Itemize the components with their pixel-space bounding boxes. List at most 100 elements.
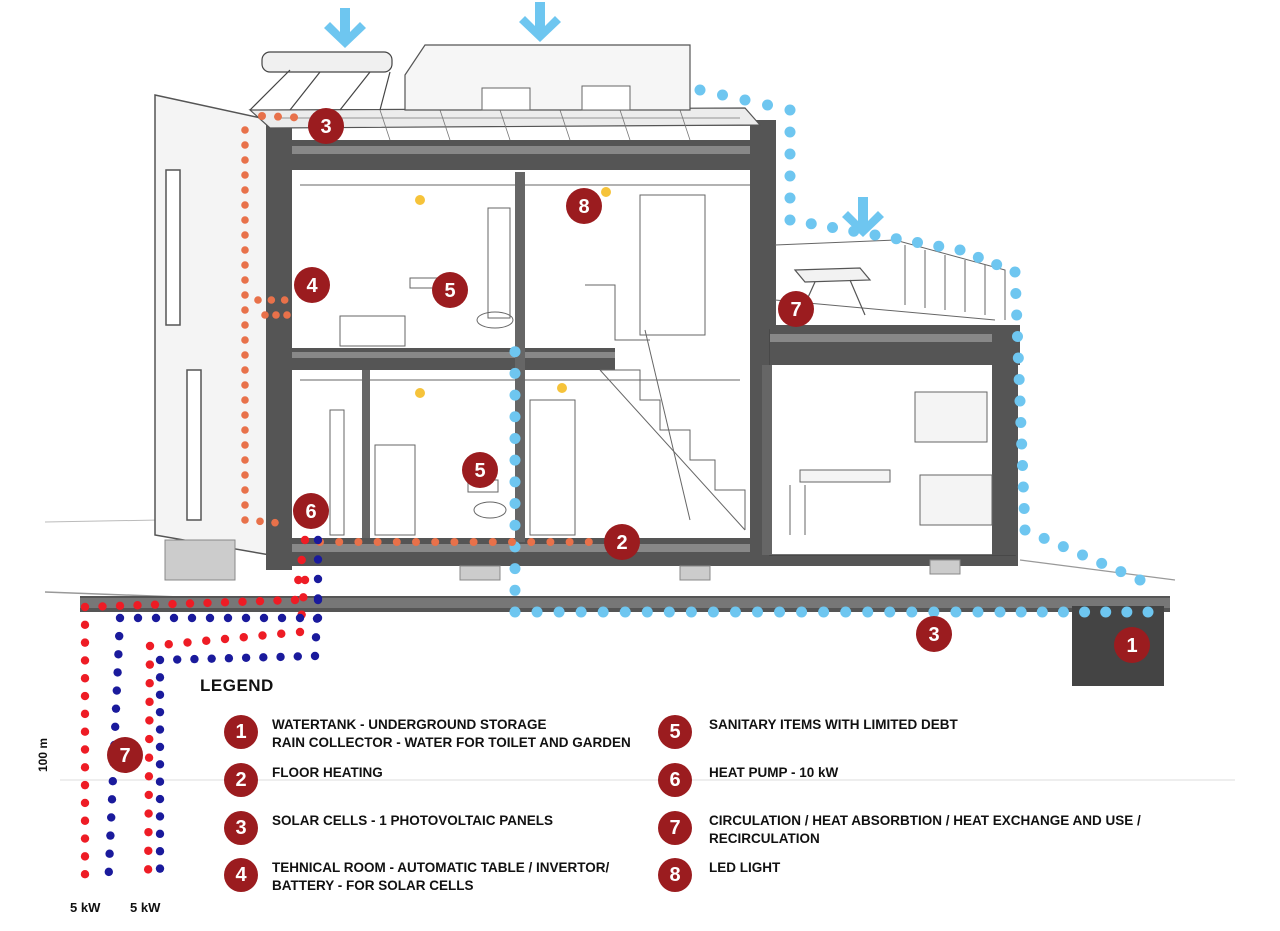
heat-pipe-dot — [450, 538, 459, 546]
heat-pipe-dot — [267, 296, 276, 304]
heat-pipe-dot — [565, 538, 574, 546]
return-pipe-dot — [113, 668, 122, 677]
rain-pipe-dot — [1018, 503, 1030, 514]
return-pipe-dot — [115, 631, 124, 641]
rain-pipe-dot — [707, 606, 719, 618]
borehole-power-left: 5 kW — [70, 900, 101, 915]
legend-text-line: CIRCULATION / HEAT ABSORBTION / HEAT EXC… — [709, 813, 1141, 828]
supply-pipe-dot — [290, 595, 300, 605]
heat-pipe-dot — [241, 186, 249, 194]
heat-pipe-dot — [241, 201, 249, 209]
kitchen — [789, 391, 993, 535]
rain-pipe-dot — [531, 606, 543, 618]
heat-pipe-dot — [241, 456, 249, 464]
rain-pipe-dot — [933, 240, 945, 252]
rain-pipe-dot — [784, 214, 796, 226]
return-pipe-dot — [107, 813, 116, 822]
rain-pipe-dot — [818, 606, 830, 618]
heat-pipe-dot — [241, 411, 249, 419]
rain-pipe-dot — [1014, 395, 1026, 407]
heat-pipe-dot — [392, 538, 401, 546]
return-pipe-dot — [106, 831, 115, 840]
heat-pipe-dot — [241, 156, 249, 164]
borehole-depth-label: 100 m — [36, 737, 50, 772]
return-pipe-dot — [133, 613, 143, 623]
heat-pipe-dot — [254, 296, 262, 304]
rain-pipe-dot — [1010, 288, 1022, 299]
heat-pipe-dot — [271, 518, 279, 527]
rain-pipe-dot — [509, 476, 521, 488]
rain-pipe-dot — [1077, 549, 1088, 561]
rain-pipe-dot — [840, 606, 852, 618]
heat-pipe-dot — [241, 141, 249, 149]
heat-pipe-dot — [283, 311, 291, 319]
heat-pipe-dot — [272, 311, 280, 319]
supply-pipe-dot — [202, 636, 211, 645]
supply-pipe-dot — [220, 634, 230, 644]
rain-pipe-dot — [1096, 557, 1108, 569]
supply-pipe-dot — [80, 798, 90, 808]
supply-pipe-dot — [239, 633, 248, 642]
heat-pipe-dot — [241, 126, 249, 134]
heat-pipe-dot — [241, 321, 249, 329]
supply-pipe-dot — [300, 535, 310, 545]
rain-pipe-dot — [509, 563, 521, 575]
led-lights — [415, 187, 611, 398]
rain-pipe-dot — [762, 99, 773, 111]
return-pipe-dot — [155, 690, 165, 699]
legend-badge: 5 — [658, 715, 692, 749]
return-pipe-dot — [241, 613, 251, 623]
rain-pipe-dot — [890, 233, 902, 245]
return-pipe-dot — [155, 812, 165, 821]
supply-pipe-dot — [145, 641, 155, 651]
supply-pipe-dot — [145, 716, 154, 725]
rain-pipe-dot — [509, 346, 521, 358]
heat-pipe-dot — [546, 538, 555, 546]
return-pipe-dot — [114, 650, 123, 659]
heat-pipe-dot — [241, 216, 249, 224]
rain-pipe-dot — [509, 519, 521, 531]
rain-pipe-dot — [1142, 606, 1154, 618]
supply-pipe-dot — [255, 596, 265, 606]
heat-pipe-dot — [241, 246, 249, 254]
supply-pipe-dot — [297, 555, 306, 565]
heat-pipe-dot — [241, 486, 249, 494]
legend-badge: 2 — [224, 763, 258, 797]
heat-pipe-dot — [584, 538, 593, 546]
supply-pipe-dot — [80, 852, 90, 861]
heat-pipe-dot — [527, 538, 536, 546]
rain-pipe-dot — [717, 89, 728, 101]
marker-5-lower: 5 — [462, 452, 498, 488]
supply-pipe-dot — [80, 638, 90, 647]
heat-pipe-dot — [508, 538, 516, 546]
return-pipe-dot — [104, 867, 114, 877]
supply-pipe-dot — [168, 599, 177, 609]
return-pipe-dot — [312, 614, 322, 623]
return-pipe-dot — [155, 864, 165, 873]
return-pipe-dot — [205, 613, 215, 623]
heat-pipe-dot — [488, 538, 497, 546]
rain-pipe-dot — [972, 251, 984, 263]
markers: 1 2 3 3 4 5 5 6 7 7 8 — [107, 108, 1150, 773]
heat-pipe-dot — [241, 426, 249, 434]
rain-pipe-dot — [1038, 532, 1050, 544]
supply-pipe-dot — [80, 709, 90, 719]
rain-pipe-dot — [805, 218, 817, 230]
svg-text:6: 6 — [305, 501, 316, 523]
heat-pipe-dot — [241, 261, 249, 269]
return-pipe-dot — [276, 652, 285, 662]
heat-pipe-dot — [258, 112, 266, 120]
heat-pipe-dot — [261, 311, 269, 319]
legend-item-6: 6 HEAT PUMP - 10 kW — [658, 763, 838, 797]
rain-pipe-dot — [1009, 266, 1021, 278]
rain-pipe-dot — [1012, 352, 1024, 364]
supply-pipe-dot — [133, 601, 142, 610]
rain-pipe-dot — [848, 225, 860, 237]
legend-badge: 3 — [224, 811, 258, 845]
borehole-power-right: 5 kW — [130, 900, 161, 915]
rain-pipe-dot — [784, 170, 796, 182]
supply-pipe-dot — [80, 834, 90, 843]
supply-pipe-dot — [145, 660, 155, 669]
